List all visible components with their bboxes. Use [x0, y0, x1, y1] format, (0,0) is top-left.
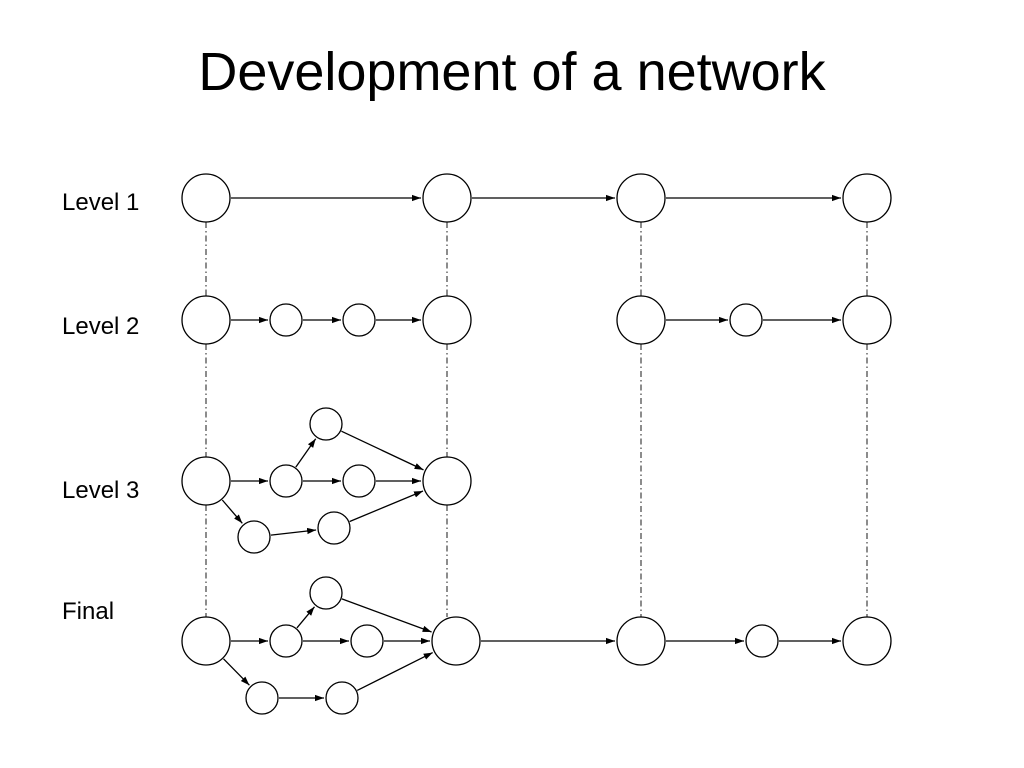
label-level-2: Level 2: [62, 313, 140, 340]
node-l1d: [842, 173, 892, 223]
node-fe: [431, 616, 481, 666]
node-l2d: [422, 295, 472, 345]
node-fd: [350, 624, 384, 658]
node-fb: [269, 624, 303, 658]
node-l2g: [842, 295, 892, 345]
edge-l3b-l3c: [295, 438, 317, 468]
node-fj: [842, 616, 892, 666]
node-l3c: [309, 407, 343, 441]
label-level-3: Level 3: [62, 477, 140, 504]
nodes: [181, 173, 892, 715]
node-l1a: [181, 173, 231, 223]
edge-fg-fe: [356, 652, 433, 691]
node-fa: [181, 616, 231, 666]
node-fc: [309, 576, 343, 610]
node-l3d: [342, 464, 376, 498]
edge-fa-ff: [223, 658, 250, 686]
node-l3a: [181, 456, 231, 506]
node-l3b: [269, 464, 303, 498]
node-ff: [245, 681, 279, 715]
node-fg: [325, 681, 359, 715]
node-l3g: [317, 511, 351, 545]
edge-l3g-l3e: [349, 490, 424, 523]
node-l2b: [269, 303, 303, 337]
node-l2a: [181, 295, 231, 345]
node-l3f: [237, 520, 271, 554]
node-fi: [745, 624, 779, 658]
node-l2f: [729, 303, 763, 337]
edges: [221, 194, 841, 702]
edge-l3f-l3g: [270, 527, 317, 536]
node-fh: [616, 616, 666, 666]
edge-l3c-l3e: [341, 430, 424, 471]
slide-title: Development of a network: [198, 42, 826, 102]
node-l1b: [422, 173, 472, 223]
label-final: Final: [62, 598, 115, 625]
edge-fc-fe: [341, 598, 432, 633]
label-level-1: Level 1: [62, 189, 140, 216]
node-l1c: [616, 173, 666, 223]
node-l2e: [616, 295, 666, 345]
edge-fb-fc: [296, 606, 315, 629]
vertical-guides: [205, 222, 868, 617]
node-l2c: [342, 303, 376, 337]
edge-l3a-l3f: [221, 499, 243, 524]
node-l3e: [422, 456, 472, 506]
